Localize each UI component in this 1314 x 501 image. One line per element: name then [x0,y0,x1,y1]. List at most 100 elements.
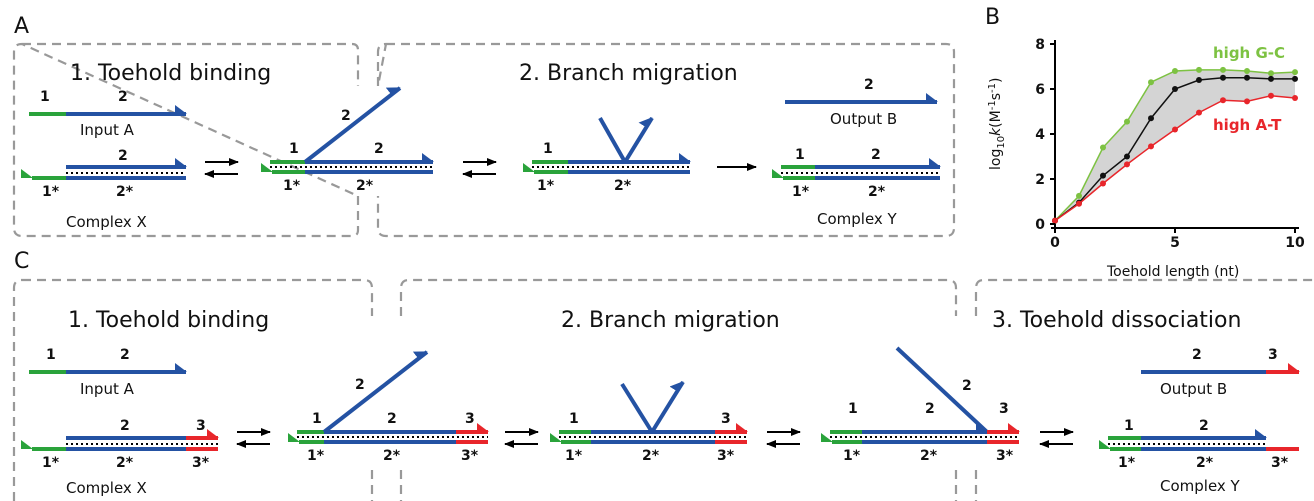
panel-a-i1-seg2s: 2* [356,178,374,194]
panel-c-i2-seg3: 3 [721,411,731,427]
panel-a-step1-title: 1. Toehold binding [70,61,271,86]
chart-point-0-1 [1076,192,1082,199]
panel-c-i1-seg1: 1 [312,411,322,427]
panel-c-cx-seg1s: 1* [42,455,60,471]
panel-a-complex-x [21,158,187,180]
panel-c-cx-seg3: 3 [196,418,206,434]
panel-c-input-seg1: 1 [46,347,56,363]
chart-point-1-8 [1244,74,1250,81]
panel-c-input-seg2: 2 [120,347,130,363]
chart-point-1-7 [1220,74,1226,81]
panel-c-output-seg2: 2 [1192,347,1202,363]
panel-a-i1-seg2-arm: 2 [341,108,351,124]
chart-range-band-area [1055,69,1295,221]
panel-c-cx-seg2s: 2* [116,455,134,471]
panel-c-i3-seg2s: 2* [920,448,938,464]
panel-a-output-seg2: 2 [864,77,874,93]
chart-point-0-3 [1124,118,1130,125]
chart-x-tick-label: 10 [1285,235,1305,251]
panel-a-input-label: Input A [80,121,135,139]
panel-c-i1-seg2: 2 [387,411,397,427]
panel-a-step2-box [376,42,956,238]
chart-y-tick-label: 8 [1035,37,1045,53]
panel-c-intermediate-branch-migration [550,380,748,444]
chart-point-1-2 [1100,172,1106,179]
panel-a-cy-seg2: 2 [871,147,881,163]
panel-c-intermediate-toehold-bound [288,350,489,444]
panel-a-step1-box [12,42,360,238]
chart-point-2-5 [1172,126,1178,133]
panel-c-i1-seg3s: 3* [461,448,479,464]
panel-a-equilibrium-arrow-1 [204,158,239,178]
panel-c-equilibrium-arrow-2 [504,428,539,448]
chart-y-tick-label: 2 [1035,172,1045,188]
chart-point-0-5 [1172,68,1178,74]
panel-c-i3-seg1: 1 [848,401,858,417]
panel-c-cy-seg1: 1 [1124,418,1134,434]
panel-a-input-seg1: 1 [40,89,50,105]
chart-point-0-4 [1148,79,1154,86]
panel-c-cy-seg1s: 1* [1118,455,1136,471]
chart-y-tick-label: 6 [1035,82,1045,98]
panel-a-cx-seg2s: 2* [116,184,134,200]
chart-x-tick-label: 0 [1050,235,1060,251]
chart-point-2-8 [1244,98,1250,105]
panel-c-cy-seg3s: 3* [1271,455,1289,471]
panel-c-i3-seg3s: 3* [996,448,1014,464]
panel-c-i1-seg2-arm: 2 [355,377,365,393]
chart-point-1-3 [1124,153,1130,160]
panel-c-output-seg3: 3 [1268,347,1278,363]
panel-c-i2-seg2s: 2* [642,448,660,464]
panel-label-c: C [14,249,29,274]
chart-point-1-5 [1172,86,1178,92]
chart-x-tick-label: 5 [1170,235,1180,251]
panel-a-i1-seg1s: 1* [283,178,301,194]
panel-c-step2-title: 2. Branch migration [561,308,780,333]
chart-range-band [1055,69,1295,221]
chart-point-2-9 [1268,92,1274,99]
panel-a-i2-seg2s: 2* [614,178,632,194]
panel-a-i2-seg1s: 1* [537,178,555,194]
panel-c-complex-x-label: Complex X [66,479,147,497]
chart-point-0-10 [1292,69,1298,76]
panel-c-complex-y [1099,429,1299,451]
panel-c-step1-box [12,278,374,501]
panel-c-equilibrium-arrow-3 [766,428,801,448]
chart-series-group [1052,66,1298,224]
chart-point-0-7 [1220,66,1226,73]
chart-point-0-6 [1196,66,1202,73]
panel-a-cx-seg2: 2 [118,148,128,164]
chart-point-2-3 [1124,161,1130,168]
panel-a-complex-y [772,158,941,180]
panel-c-i2-seg1: 1 [569,411,579,427]
panel-a-output-label: Output B [830,110,897,128]
chart-point-2-7 [1220,97,1226,104]
panel-c-complex-y-label: Complex Y [1160,477,1241,495]
chart-point-2-2 [1100,180,1106,187]
chart-x-axis-title: Toehold length (nt) [1106,264,1239,280]
panel-c-step3-title: 3. Toehold dissociation [992,308,1241,333]
panel-label-a: A [14,14,29,39]
panel-a-equilibrium-arrow-2 [462,158,497,178]
panel-c-equilibrium-arrow-1 [236,428,271,448]
panel-c-cy-seg2s: 2* [1196,455,1214,471]
panel-a-i1-seg2: 2 [374,141,384,157]
panel-a-i1-seg1: 1 [289,141,299,157]
chart-point-2-1 [1076,200,1082,207]
chart-legend-high-gc: high G-C [1213,44,1285,62]
panel-a-step2-title: 2. Branch migration [519,61,738,86]
panel-a-cy-seg1: 1 [795,147,805,163]
panel-c-i2-seg1s: 1* [565,448,583,464]
chart-y-axis-title: log10k(M-1s-1) [987,78,1007,170]
panel-c-i3-seg2-arm: 2 [962,378,972,394]
chart-point-1-9 [1268,75,1274,82]
panel-c-cy-seg2: 2 [1199,418,1209,434]
chart-point-2-6 [1196,109,1202,116]
chart-point-2-0 [1052,217,1058,224]
panel-a-cy-seg2s: 2* [868,184,886,200]
panel-a-complex-x-label: Complex X [66,213,147,231]
panel-c-step2-box [399,278,958,501]
chart-legend-high-at: high A-T [1213,116,1282,134]
chart-point-2-4 [1148,143,1154,150]
